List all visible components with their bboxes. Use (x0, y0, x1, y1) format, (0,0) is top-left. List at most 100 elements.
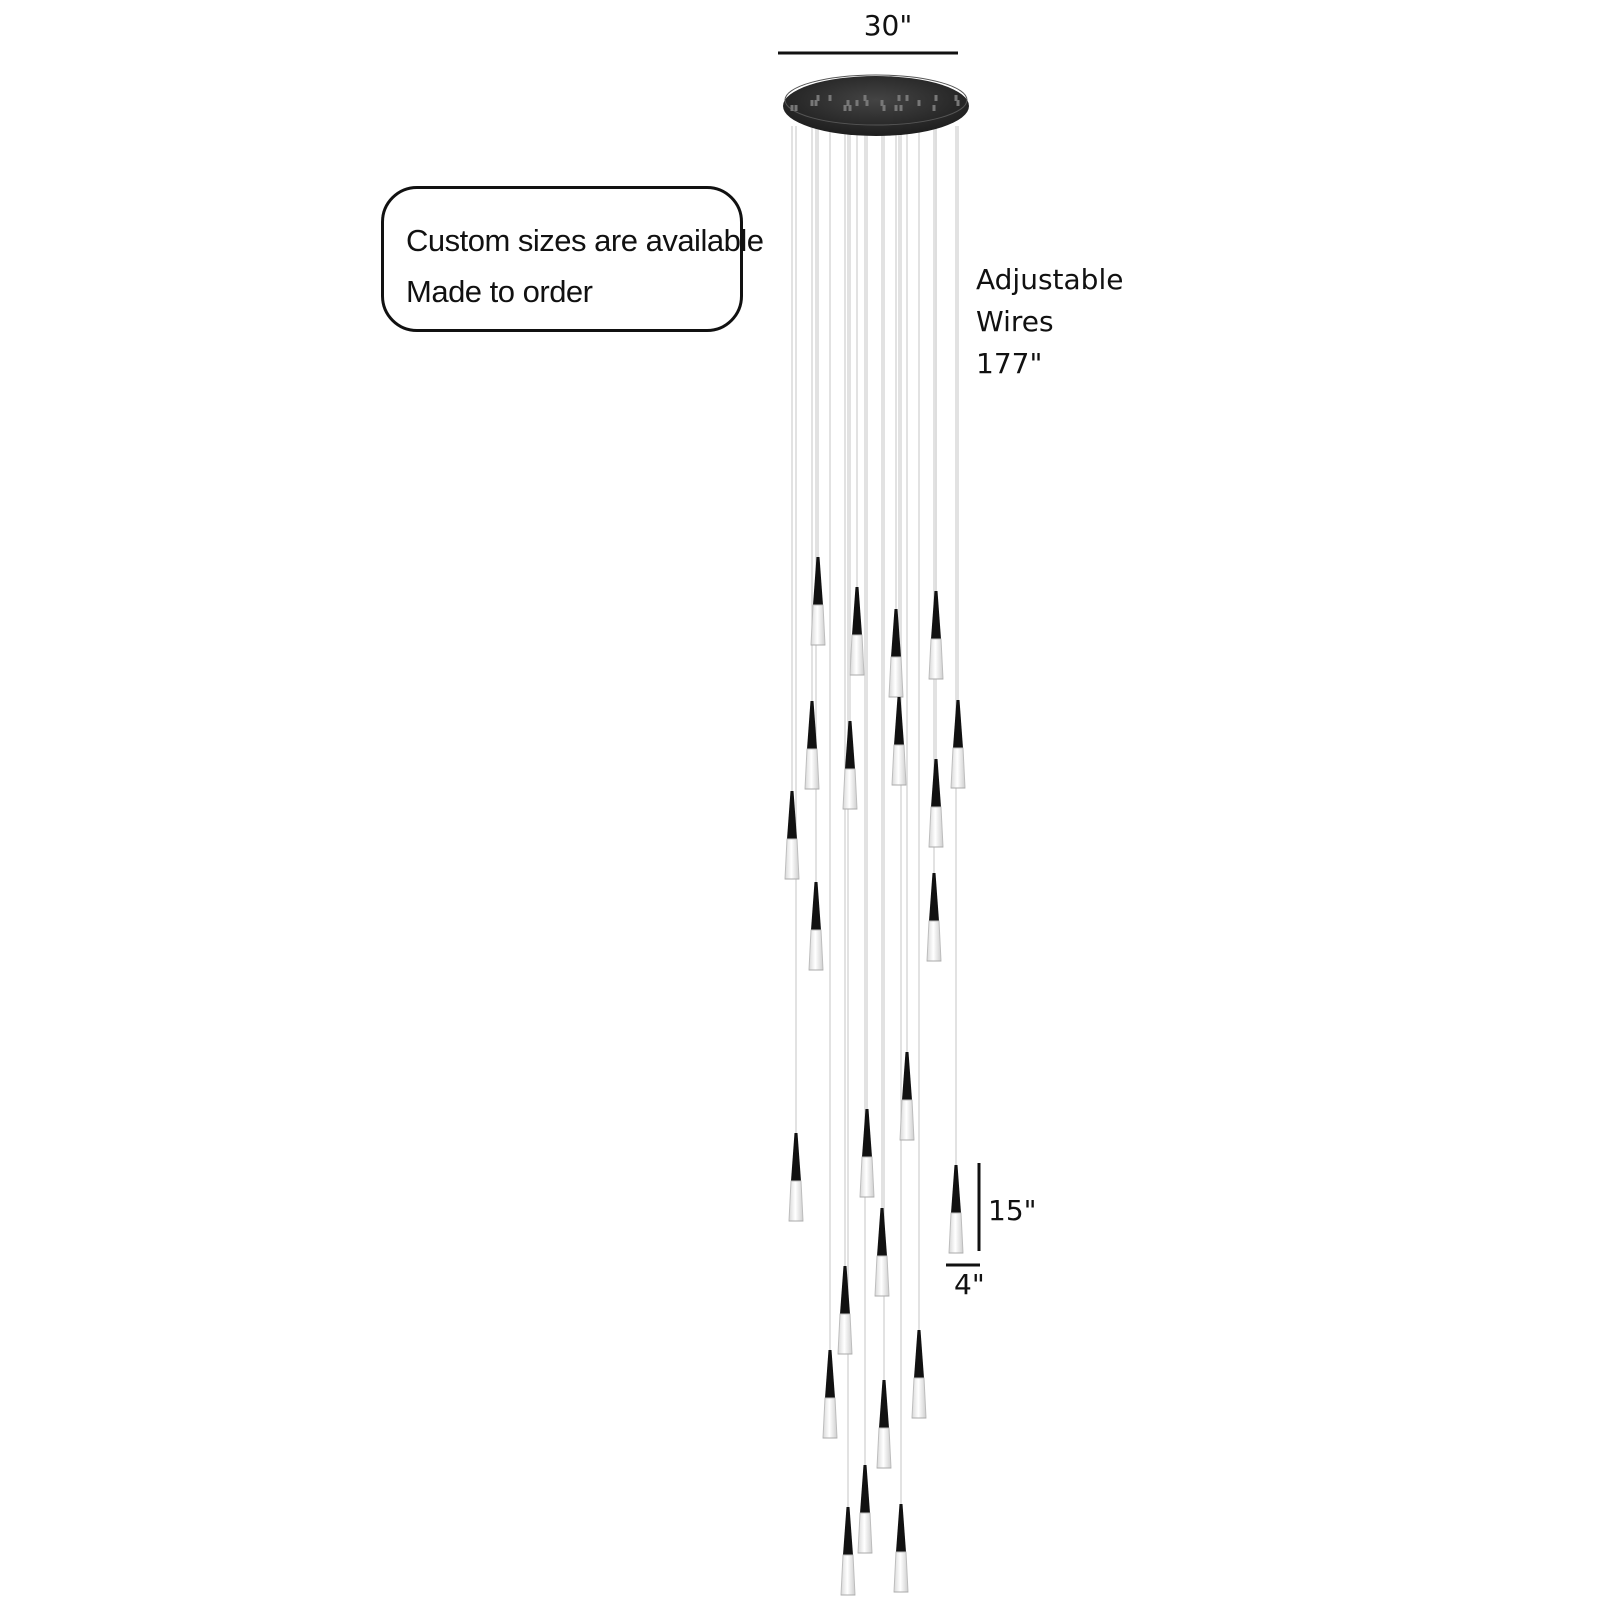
canopy-port (855, 100, 859, 106)
pendant-cap (914, 1330, 924, 1378)
adjustable-wires-label: Adjustable Wires 177" (976, 259, 1123, 385)
pendant-glass (893, 1551, 909, 1593)
custom-sizes-note: Custom sizes are available Made to order (381, 186, 764, 332)
pendant-glass (948, 1212, 964, 1254)
pendant-glass (911, 1377, 927, 1419)
canopy-port (894, 105, 898, 111)
canopy-port (814, 100, 818, 106)
pendant-cap (840, 1266, 850, 1314)
wire-length-value: 177" (976, 347, 1043, 380)
pendant-cap (953, 700, 963, 748)
pendant-light (859, 1109, 875, 1198)
pendant-glass (842, 768, 858, 810)
adjustable-label-line2: Wires (976, 305, 1054, 338)
canopy-width-dimension: 30" (778, 9, 958, 55)
pendant-light (874, 1208, 890, 1297)
canopy-width-value: 30" (864, 9, 913, 42)
pendant-cap (931, 591, 941, 639)
pendant-glass (804, 748, 820, 790)
pendant-width-value: 4" (954, 1268, 985, 1301)
pendant-glass (840, 1554, 856, 1596)
pendants (784, 557, 966, 1596)
canopy-port (899, 105, 903, 111)
pendant-cap (843, 1507, 853, 1555)
pendant-cap (877, 1208, 887, 1256)
pendant-cap (929, 873, 939, 921)
pendant-light (842, 721, 858, 810)
canopy-port (790, 105, 794, 111)
pendant-light (911, 1330, 927, 1419)
pendant-glass (888, 656, 904, 698)
canopy-port (954, 95, 958, 101)
pendant-light (804, 701, 820, 790)
pendant-light (891, 697, 907, 786)
pendant-light (928, 591, 944, 680)
pendant-light (849, 587, 865, 676)
pendant-glass (837, 1313, 853, 1355)
canopy-port (932, 105, 936, 111)
pendant-light (808, 882, 824, 971)
adjustable-label-line1: Adjustable (976, 263, 1124, 296)
canopy-port (863, 95, 867, 101)
pendant-light (876, 1380, 892, 1469)
pendant-light (784, 791, 800, 880)
pendant-glass (788, 1180, 804, 1222)
pendant-glass (928, 638, 944, 680)
pendant-cap (811, 882, 821, 930)
pendant-glass (928, 806, 944, 848)
pendant-light (950, 700, 966, 789)
canopy-port (880, 100, 884, 106)
canopy-port (897, 95, 901, 101)
canopy-port (848, 105, 852, 111)
pendant-glass (926, 920, 942, 962)
pendant-cap (825, 1350, 835, 1398)
pendant-cap (787, 791, 797, 839)
canopy-port (956, 100, 960, 106)
pendant-light (948, 1165, 964, 1254)
pendant-cap (879, 1380, 889, 1428)
pendant-cap (894, 697, 904, 745)
pendant-cap (860, 1465, 870, 1513)
pendant-glass (876, 1427, 892, 1469)
pendant-light (928, 759, 944, 848)
pendant-cap (931, 759, 941, 807)
pendant-width-dimension: 4" (946, 1263, 985, 1301)
pendant-cap (902, 1052, 912, 1100)
pendant-cap (813, 557, 823, 605)
pendant-light (810, 557, 826, 646)
canopy-port (917, 100, 921, 106)
pendant-cap (951, 1165, 961, 1213)
pendant-glass (822, 1397, 838, 1439)
canopy-port (828, 95, 832, 101)
pendant-height-dimension: 15" (977, 1163, 1037, 1251)
pendant-glass (899, 1099, 915, 1141)
pendant-light (899, 1052, 915, 1141)
canopy-port (934, 95, 938, 101)
note-line-custom-sizes: Custom sizes are available (406, 223, 764, 258)
pendant-glass (808, 929, 824, 971)
pendant-cap (791, 1133, 801, 1181)
canopy-port (794, 105, 798, 111)
pendant-light (888, 609, 904, 698)
pendant-glass (950, 747, 966, 789)
canopy (783, 74, 969, 136)
canopy-port (865, 100, 869, 106)
note-line-made-to-order: Made to order (406, 274, 593, 309)
pendant-height-value: 15" (988, 1194, 1037, 1227)
pendant-light (788, 1133, 804, 1222)
pendant-light (822, 1350, 838, 1439)
pendant-light (857, 1465, 873, 1554)
canopy-port (810, 100, 814, 106)
pendant-glass (891, 744, 907, 786)
pendant-cap (845, 721, 855, 769)
canopy-port (905, 95, 909, 101)
pendant-glass (849, 634, 865, 676)
pendant-glass (784, 838, 800, 880)
pendant-light (893, 1504, 909, 1593)
pendant-light (840, 1507, 856, 1596)
pendant-cap (852, 587, 862, 635)
pendant-cap (891, 609, 901, 657)
pendant-cap (896, 1504, 906, 1552)
pendant-light (837, 1266, 853, 1355)
